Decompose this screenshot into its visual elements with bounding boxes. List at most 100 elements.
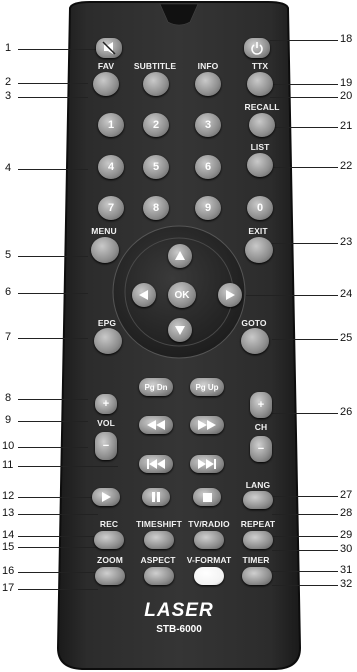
number-2-button[interactable]: 2 [143, 113, 169, 137]
fast-forward-button[interactable] [190, 416, 224, 434]
leader-line-23 [272, 243, 338, 244]
pause-button[interactable] [142, 488, 170, 506]
timer-button[interactable] [242, 567, 272, 585]
callout-9: 9 [5, 414, 12, 426]
page-down-button[interactable]: Pg Dn [139, 378, 173, 396]
leader-line-2 [18, 83, 88, 84]
right-button[interactable] [218, 283, 242, 307]
leader-line-26 [272, 413, 338, 414]
leader-line-13 [18, 514, 98, 515]
number-4-button[interactable]: 4 [98, 155, 124, 179]
aspect-button[interactable] [144, 567, 174, 585]
volume-up-button[interactable]: + [95, 394, 117, 414]
number-0-button[interactable]: 0 [247, 196, 273, 220]
epg-button[interactable] [94, 328, 122, 354]
callout-19: 19 [340, 77, 353, 89]
callout-20: 20 [340, 90, 353, 102]
leader-line-22 [272, 167, 338, 168]
rec-button[interactable] [94, 531, 124, 549]
left-button[interactable] [132, 283, 156, 307]
power-button[interactable] [244, 38, 270, 58]
top-notch [159, 3, 199, 26]
rec-label: REC [99, 519, 119, 529]
number-9-button[interactable]: 9 [195, 196, 221, 220]
zoom-button[interactable] [95, 567, 125, 585]
leader-line-7 [18, 338, 88, 339]
vol-label: VOL [97, 418, 115, 428]
volume-down-button[interactable]: − [95, 432, 117, 460]
arrow-left-icon [139, 290, 148, 300]
list-label: LIST [250, 142, 270, 152]
tvradio-button[interactable] [194, 531, 224, 549]
down-button[interactable] [168, 318, 192, 342]
list-button[interactable] [247, 153, 273, 177]
ttx-button[interactable] [247, 72, 273, 96]
exit-button[interactable] [245, 237, 273, 263]
number-3-button[interactable]: 3 [195, 113, 221, 137]
stop-button[interactable] [193, 488, 221, 506]
callout-25: 25 [340, 332, 353, 344]
callout-18: 18 [340, 33, 353, 45]
leader-line-3 [18, 97, 88, 98]
exit-label: EXIT [248, 226, 268, 236]
callout-8: 8 [5, 392, 12, 404]
rewind-icon [147, 420, 165, 430]
info-button[interactable] [195, 72, 221, 96]
leader-line-30 [272, 550, 338, 551]
rewind-button[interactable] [139, 416, 173, 434]
callout-12: 12 [2, 490, 15, 502]
repeat-label: REPEAT [240, 519, 276, 529]
recall-button[interactable] [249, 113, 275, 137]
previous-icon [147, 459, 165, 469]
play-icon [102, 492, 111, 502]
number-8-button[interactable]: 8 [143, 196, 169, 220]
timeshift-label: TIMESHIFT [136, 519, 182, 529]
arrow-right-icon [226, 290, 235, 300]
arrow-up-icon [175, 251, 185, 260]
repeat-button[interactable] [243, 531, 273, 549]
pause-icon [152, 492, 160, 502]
leader-line-11 [18, 466, 118, 467]
callout-4: 4 [5, 162, 12, 174]
callout-15: 15 [2, 541, 15, 553]
number-7-button[interactable]: 7 [98, 196, 124, 220]
leader-line-21 [272, 127, 338, 128]
callout-28: 28 [340, 507, 353, 519]
arrow-down-icon [175, 326, 185, 335]
page-up-button[interactable]: Pg Up [190, 378, 224, 396]
fast-forward-icon [198, 420, 216, 430]
lang-label: LANG [245, 480, 271, 490]
mute-button[interactable] [96, 38, 122, 58]
channel-down-button[interactable]: − [250, 436, 272, 462]
ok-button[interactable]: OK [168, 282, 196, 308]
number-1-button[interactable]: 1 [98, 113, 124, 137]
next-icon [198, 459, 216, 469]
next-button[interactable] [190, 455, 224, 473]
timeshift-button[interactable] [144, 531, 174, 549]
lang-button[interactable] [243, 491, 273, 509]
previous-button[interactable] [139, 455, 173, 473]
vformat-label: V-FORMAT [186, 555, 232, 565]
leader-line-25 [272, 339, 338, 340]
tvradio-label: TV/RADIO [188, 519, 230, 529]
callout-3: 3 [5, 90, 12, 102]
callout-7: 7 [5, 331, 12, 343]
channel-up-button[interactable]: + [250, 392, 272, 418]
number-5-button[interactable]: 5 [143, 155, 169, 179]
number-6-button[interactable]: 6 [195, 155, 221, 179]
vformat-button[interactable] [194, 567, 224, 585]
fav-button[interactable] [93, 72, 119, 96]
leader-line-4 [18, 169, 88, 170]
up-button[interactable] [168, 244, 192, 268]
leader-line-5 [18, 256, 88, 257]
menu-button[interactable] [91, 237, 119, 263]
goto-button[interactable] [241, 328, 269, 354]
leader-line-20 [270, 97, 338, 98]
subtitle-button[interactable] [143, 72, 169, 96]
leader-line-32 [272, 585, 338, 586]
fav-label: FAV [97, 61, 115, 71]
leader-line-29 [272, 536, 338, 537]
brand-logo: LASER [144, 600, 214, 621]
leader-line-27 [272, 496, 338, 497]
play-button[interactable] [92, 488, 120, 506]
